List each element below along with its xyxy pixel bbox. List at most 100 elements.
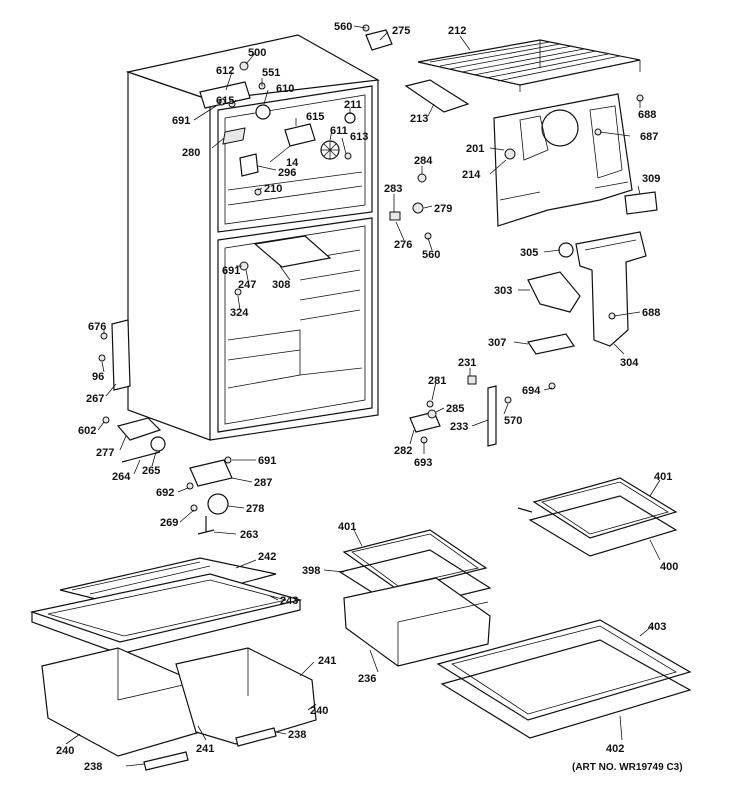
label-309: 309 [642, 173, 660, 185]
label-201: 201 [466, 143, 484, 155]
label-308: 308 [272, 279, 290, 291]
plate-309 [624, 191, 658, 215]
label-284: 284 [414, 155, 433, 167]
part-labels: 560 275 212 500 612 551 610 615 211 213 … [56, 21, 683, 773]
label-402: 402 [606, 743, 624, 755]
label-264: 264 [112, 471, 131, 483]
bracket-275 [365, 29, 393, 51]
wire-shelf-212 [417, 39, 641, 92]
meat-drawer-236 [343, 577, 491, 667]
label-694: 694 [522, 385, 541, 397]
label-612: 612 [216, 65, 234, 77]
label-303: 303 [494, 285, 512, 297]
label-277: 277 [96, 447, 114, 459]
leveler-263 [197, 516, 215, 535]
label-236: 236 [358, 673, 376, 685]
label-263: 263 [240, 529, 258, 541]
label-275: 275 [392, 25, 410, 37]
hinge-267 [111, 319, 131, 391]
label-241: 241 [196, 743, 214, 755]
fasteners [98, 24, 644, 512]
label-241: 241 [318, 655, 336, 667]
label-280: 280 [182, 147, 200, 159]
label-240: 240 [56, 745, 74, 757]
frame-402 [440, 639, 692, 739]
label-570: 570 [504, 415, 522, 427]
damper-303 [527, 271, 581, 313]
air-duct-304 [575, 231, 647, 347]
frame-400 [517, 495, 678, 557]
glass-shelf-403 [436, 619, 692, 721]
label-212: 212 [448, 25, 466, 37]
refrigerator-cabinet [125, 34, 380, 441]
label-693: 693 [414, 457, 432, 469]
roller-278 [207, 493, 229, 515]
label-279: 279 [434, 203, 452, 215]
label-400: 400 [660, 561, 678, 573]
label-305: 305 [520, 247, 538, 259]
label-213: 213 [410, 113, 428, 125]
slide-238-left [143, 751, 189, 771]
crisper-frame-243 [29, 573, 303, 655]
label-500: 500 [248, 47, 266, 59]
label-551: 551 [262, 67, 280, 79]
label-691: 691 [258, 455, 276, 467]
label-687: 687 [640, 131, 658, 143]
label-560: 560 [334, 21, 352, 33]
label-613: 613 [350, 131, 368, 143]
label-233: 233 [450, 421, 468, 433]
label-602: 602 [78, 425, 96, 437]
label-238: 238 [288, 729, 306, 741]
glass-shelf-401-mid [342, 529, 488, 591]
label-691: 691 [172, 115, 190, 127]
label-210: 210 [264, 183, 282, 195]
part-231 [467, 375, 477, 385]
roller-265 [150, 436, 166, 452]
part-305 [558, 242, 574, 258]
label-281: 281 [428, 375, 446, 387]
hinge-287 [189, 459, 233, 487]
slide-238-right [235, 727, 277, 747]
art-number: (ART NO. WR19749 C3) [572, 762, 683, 773]
roller-bracket-277 [116, 417, 162, 441]
label-398: 398 [302, 565, 320, 577]
label-285: 285 [446, 403, 464, 415]
label-692: 692 [156, 487, 174, 499]
label-231: 231 [458, 357, 476, 369]
leader-lines [65, 25, 661, 767]
label-247: 247 [238, 279, 256, 291]
glass-shelf-401-right [532, 477, 678, 539]
crisper-drawer-240-right [175, 647, 317, 745]
label-307: 307 [488, 337, 506, 349]
label-267: 267 [86, 393, 104, 405]
label-401: 401 [338, 521, 356, 533]
label-615: 615 [216, 95, 234, 107]
label-304: 304 [620, 357, 639, 369]
label-296: 296 [278, 167, 296, 179]
label-403: 403 [648, 621, 666, 633]
label-243: 243 [280, 595, 298, 607]
label-214: 214 [462, 169, 481, 181]
label-615: 615 [306, 111, 324, 123]
label-560: 560 [422, 249, 440, 261]
label-276: 276 [394, 239, 412, 251]
label-282: 282 [394, 445, 412, 457]
label-610: 610 [276, 83, 294, 95]
label-14: 14 [286, 157, 299, 169]
label-240: 240 [310, 705, 328, 717]
label-324: 324 [230, 307, 249, 319]
label-242: 242 [258, 551, 276, 563]
label-283: 283 [384, 183, 402, 195]
hinge-bar-233 [487, 385, 497, 447]
label-287: 287 [254, 477, 272, 489]
label-688: 688 [638, 109, 656, 121]
label-611: 611 [330, 125, 348, 137]
part-307 [527, 333, 575, 355]
label-96: 96 [92, 371, 104, 383]
label-211: 211 [344, 99, 362, 111]
label-676: 676 [88, 321, 106, 333]
label-401: 401 [654, 471, 672, 483]
evaporator-cover-201 [493, 93, 633, 227]
ice-tray-213 [404, 79, 470, 113]
